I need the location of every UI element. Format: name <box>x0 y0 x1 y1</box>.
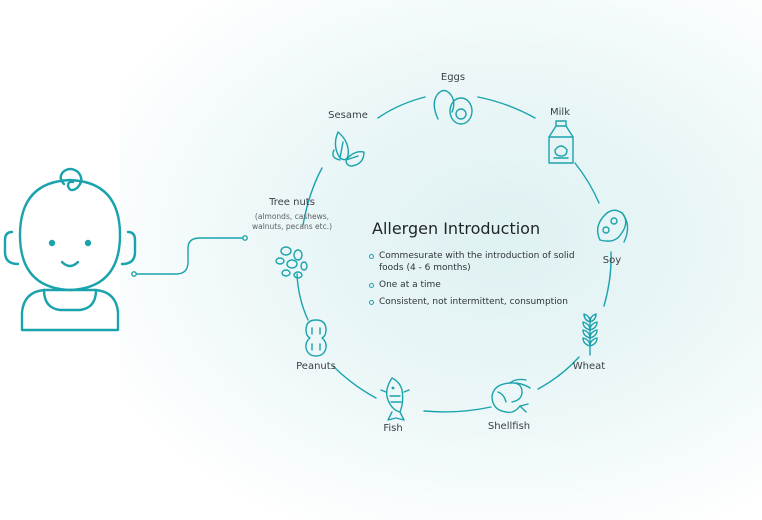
guideline-item: Commesurate with the introduction of sol… <box>368 250 589 274</box>
baby-connector <box>131 235 248 277</box>
fish-icon <box>380 377 410 421</box>
shrimp-icon <box>491 378 531 414</box>
guideline-item: Consistent, not intermittent, consumptio… <box>368 296 589 308</box>
guideline-item: One at a time <box>368 279 589 291</box>
peanut-icon <box>305 319 327 357</box>
tree-nuts-label: Tree nuts <box>269 197 315 208</box>
peanuts-label: Peanuts <box>296 361 336 372</box>
milk-carton-icon <box>548 120 574 164</box>
baby-icon <box>3 167 137 332</box>
tree-nuts-icon <box>275 246 308 279</box>
guideline-list: Commesurate with the introduction of sol… <box>368 250 589 313</box>
eggs-label: Eggs <box>440 72 466 83</box>
soy-label: Soy <box>602 255 622 266</box>
shellfish-label: Shellfish <box>487 421 531 432</box>
cycle-ring <box>296 96 612 413</box>
wheat-icon <box>582 313 598 356</box>
fish-label: Fish <box>383 423 403 434</box>
soybean-icon <box>596 209 629 243</box>
diagram-title: Allergen Introduction <box>372 219 541 238</box>
tree-nuts-detail: (almonds, cashews, walnuts, pecans etc.) <box>251 212 333 231</box>
sesame-leaf-icon <box>332 131 365 167</box>
wheat-label: Wheat <box>572 361 606 372</box>
milk-label: Milk <box>550 107 570 118</box>
sesame-label: Sesame <box>328 110 368 121</box>
egg-icon <box>433 89 473 125</box>
allergen-cycle-diagram <box>3 89 629 421</box>
